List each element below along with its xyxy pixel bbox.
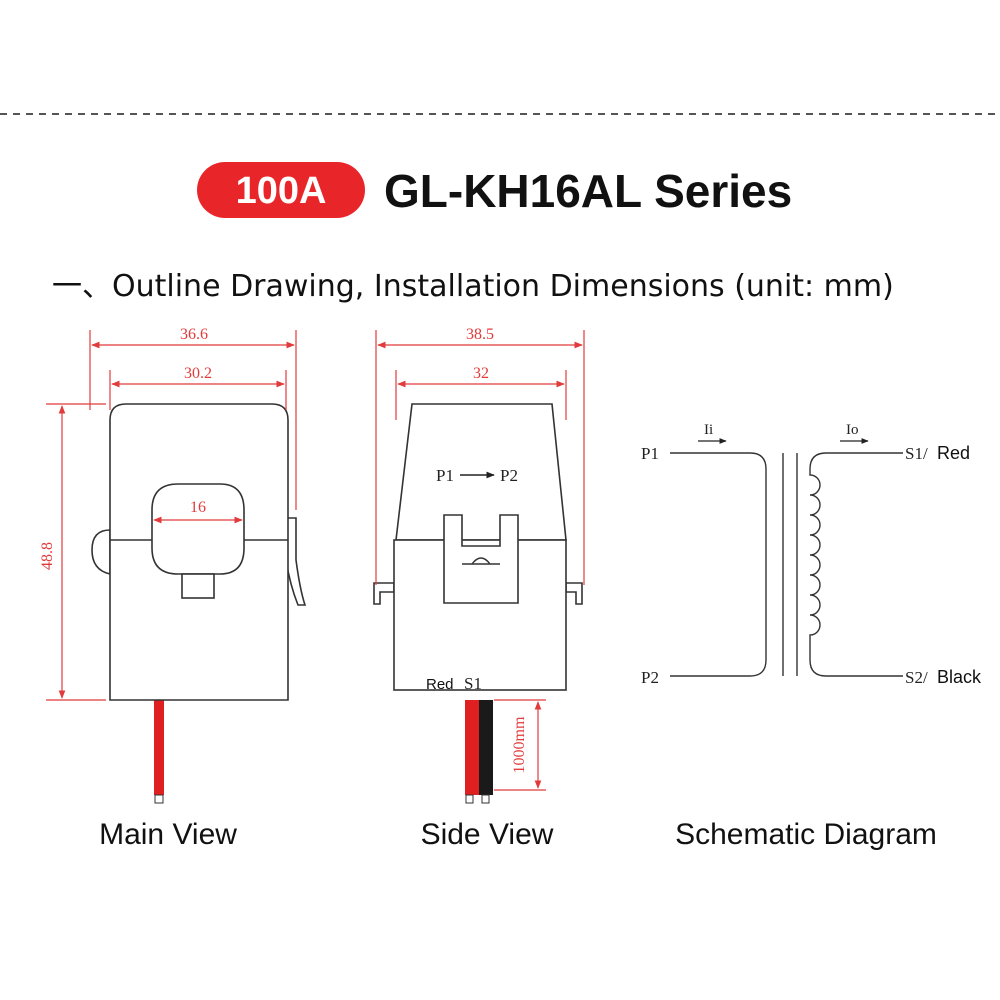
schematic-secondary-coil [809,452,903,677]
side-view: P1 P2 Red S1 38.5 32 1000mm Side View [373,326,585,851]
rating-badge-text: 100A [236,170,327,212]
side-view-p2: P2 [500,466,518,485]
schematic-p1: P1 [641,444,659,463]
main-view-wire-tip [154,794,164,804]
schematic-s1-color: Red [937,443,970,463]
side-view-latch [443,514,519,604]
dim-outer-width: 36.6 [180,326,208,343]
side-view-latch-hole [471,557,491,565]
side-view-red-wire [465,700,479,795]
dim-inner-width: 30.2 [184,365,212,382]
section-subtitle: 一、Outline Drawing, Installation Dimensio… [52,269,894,304]
schematic-current-in: Ii [704,422,713,438]
series-title: GL-KH16AL Series [384,165,792,217]
schematic-current-out: Io [846,422,859,438]
side-view-lead-terminal: S1 [464,674,482,693]
schematic-p2: P2 [641,668,659,687]
dim-side-inner-width: 32 [473,365,489,382]
side-view-left-tab [373,582,395,605]
main-view-window [151,483,245,575]
side-view-upper-body [395,403,567,541]
side-view-lead-color: Red [426,676,454,693]
dim-height: 48.8 [39,542,56,570]
main-view-left-tab [91,529,111,575]
side-view-right-tab [565,582,583,605]
schematic-diagram: P1 P2 Ii Io S1/ Red S2/ Black Schematic … [641,422,982,851]
side-view-p1: P1 [436,466,454,485]
header: 100A GL-KH16AL Series 一、Outline Drawing,… [52,162,894,304]
side-view-black-wire [479,700,493,795]
schematic-primary-winding [670,452,767,677]
schematic-caption: Schematic Diagram [675,818,937,851]
rating-badge [197,162,365,218]
side-view-caption: Side View [421,818,554,851]
schematic-s1: S1/ [905,444,928,463]
main-view-right-lever [285,517,307,606]
dim-opening: 16 [190,499,206,516]
dim-side-outer-width: 38.5 [466,326,494,343]
main-view-notch [181,573,215,599]
schematic-s2-color: Black [937,667,982,687]
dim-lead-length: 1000mm [511,716,528,773]
main-view-caption: Main View [99,818,237,851]
main-view: 36.6 30.2 16 48.8 Main View [39,326,307,851]
side-view-wire-tip-1 [465,794,474,804]
schematic-s2: S2/ [905,668,928,687]
side-view-wire-tip-2 [481,794,490,804]
main-view-red-wire [154,700,164,795]
